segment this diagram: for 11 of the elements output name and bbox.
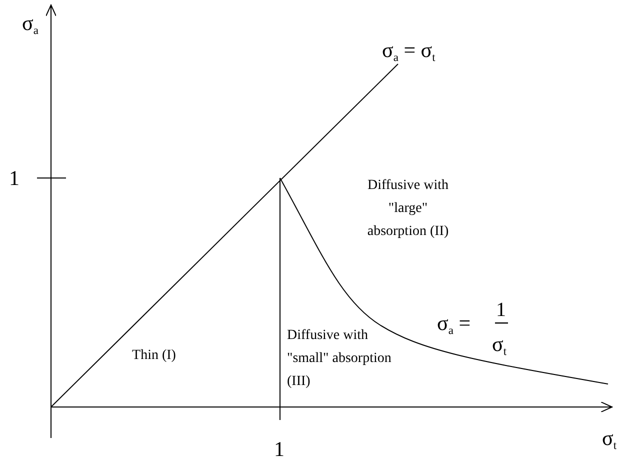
line-equation: σ$_{a}$ = σ$_{t}$ — [382, 40, 436, 65]
tick-label: 1 — [9, 168, 20, 189]
fraction-denominator: σ$_{t}$ — [492, 334, 507, 359]
axis-label: σ$_{a}$ — [22, 13, 38, 38]
region-label: Thin (I) — [131, 347, 177, 365]
region-label: Diffusive with "small" absorption (III) — [287, 327, 392, 391]
fraction-numerator: 1 — [496, 300, 506, 320]
curve-equation: σ$_{a}$ = — [437, 313, 471, 338]
axis-label: σ$_{t}$ — [602, 428, 617, 453]
region-label: Diffusive with "large" absorption (II) — [366, 177, 450, 241]
tick-label: 1 — [274, 439, 284, 460]
